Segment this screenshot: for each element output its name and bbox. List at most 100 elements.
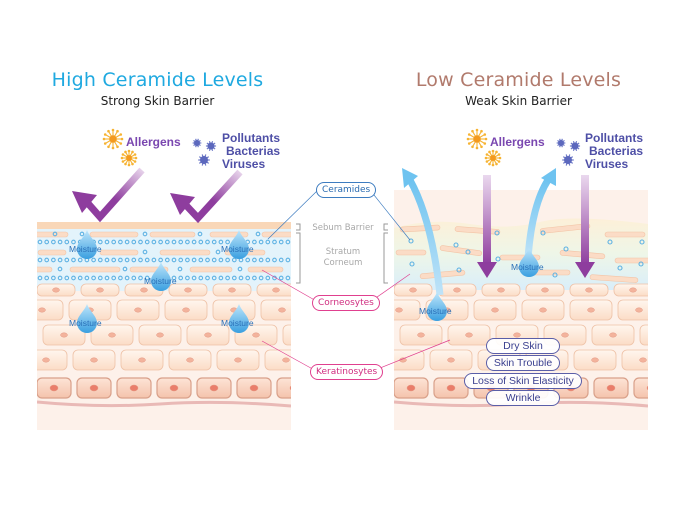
cell-nucleus [513,332,521,338]
label-stratum-corneum: Stratum Corneum [303,247,383,269]
ceramide-dot [111,239,117,245]
skin-cell [37,349,68,371]
cell-nucleus [406,384,416,392]
cell-nucleus [156,332,164,338]
ceramide-dot [138,239,143,245]
ceramide-dot [225,257,230,263]
cell-nucleus [658,333,665,337]
pollutants-label-left: Pollutants Bacterias Viruses [222,132,280,171]
ceramide-dot [158,239,163,245]
ceramide-dot [272,239,277,245]
ceramide-dot [191,275,197,281]
ceramide-dot [211,257,217,263]
allergen-icon [120,149,138,167]
ceramide-dot [91,275,96,281]
ceramide-dot [285,257,291,263]
cell-nucleus [301,333,308,337]
ceramide-dot [215,249,221,255]
cell-nucleus [561,332,569,338]
left-skin-cross-section [37,222,308,430]
ceramide-dot [198,239,204,245]
moisture-drop-icon [229,304,249,333]
ceramide-dot [51,257,56,263]
ceramide-dot [245,257,251,263]
arrow-head-left-1 [72,191,97,213]
ceramide-dot [111,257,117,263]
cell-nucleus [541,287,549,293]
cell-nucleus [453,287,461,293]
ceramide-dot [151,257,157,263]
cell-nucleus [89,384,99,392]
ceramide-dot [37,275,43,281]
ceramide-dot [225,275,230,281]
ceramide-dot [57,257,63,263]
ceramide-dot [171,257,177,263]
cell-nucleus [282,357,290,363]
ceramide-dot [245,275,251,281]
ceramide-dot [122,266,128,272]
ceramide-dot [71,275,76,281]
skin-cell [260,299,291,321]
arrow-head-left-2 [170,193,195,215]
viruses-text: Viruses [585,157,629,171]
cell-nucleus [609,332,617,338]
ceramide-dot [138,275,143,281]
virus-icon [569,140,581,152]
moisture-drop-icon [151,262,171,291]
ceramide-dot [64,257,70,263]
cell-nucleus [138,357,146,363]
ceramide-dot [71,257,76,263]
moisture-label: Moisture [511,262,544,272]
effect-skin-trouble: Skin Trouble [486,355,560,371]
layer-brackets [296,223,388,284]
ceramide-dot [144,275,150,281]
ceramide-dot [218,239,224,245]
moisture-drop-icon [229,230,249,259]
ceramide-dot [71,239,76,245]
cell-nucleus [140,287,148,293]
ceramide-dot [97,239,103,245]
left-deflected-arrows [72,167,243,224]
ceramide-dot [44,239,50,245]
cell-nucleus [234,357,242,363]
ceramide-dot [77,257,83,263]
ceramide-dot [205,239,210,245]
ceramide-dot [77,275,83,281]
virus-icon [556,138,566,148]
skin-cell [639,324,648,346]
ceramide-dot [265,239,271,245]
ceramide-dot [237,266,243,272]
ceramide-dot [111,275,117,281]
skin-cell [394,349,425,371]
cell-nucleus [639,357,647,363]
ceramide-dot [164,239,170,245]
skin-cell [37,299,64,321]
moisture-escape-arrows [402,168,556,296]
moisture-drop-icon [77,304,97,333]
ceramide-dot [265,257,271,263]
ceramide-dot [51,275,56,281]
ceramide-dot [255,231,261,237]
ceramide-dot [198,257,204,263]
ceramide-dot [44,257,50,263]
viruses-text: Viruses [222,157,266,171]
ceramide-dot [177,266,183,272]
ceramide-dot [191,239,197,245]
cell-nucleus [497,287,505,293]
cell-nucleus [635,307,643,313]
cell-nucleus [629,287,637,293]
cell-nucleus [184,287,192,293]
cell-nucleus [289,385,291,391]
effect-dry-skin: Dry Skin [486,338,560,354]
cell-nucleus [90,357,98,363]
ceramide-dot [171,275,177,281]
allergens-label-right: Allergens [490,135,545,149]
ceramide-dot [252,239,257,245]
cell-nucleus [606,384,616,392]
ceramide-dot [91,257,96,263]
virus-icon [198,154,210,166]
ceramide-dot [178,257,184,263]
cell-nucleus [129,384,139,392]
cell-nucleus [186,357,194,363]
ceramide-dot [124,257,130,263]
